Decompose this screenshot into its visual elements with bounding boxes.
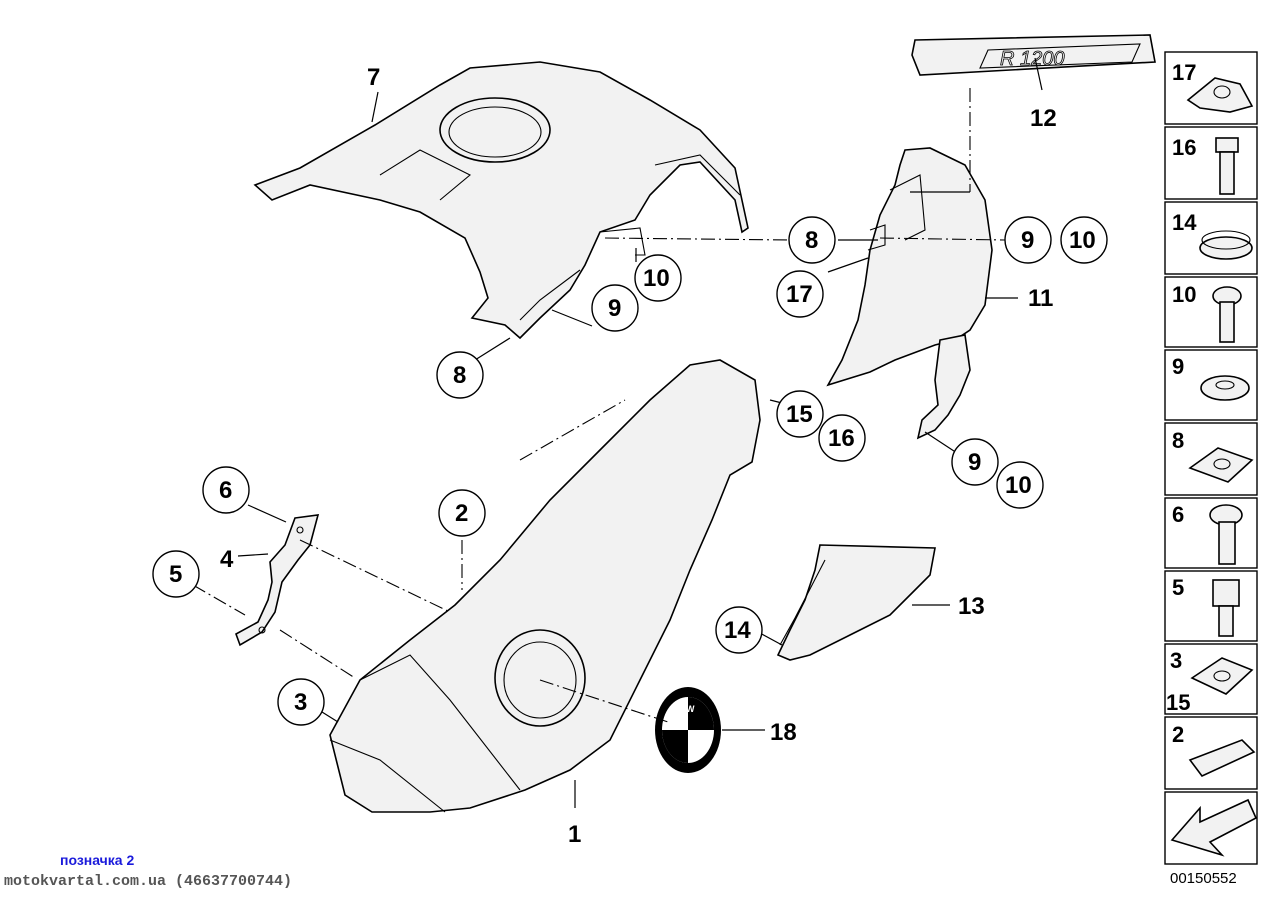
footer-tag: позначка 2: [60, 852, 135, 868]
badge-text: R 1200: [1000, 48, 1065, 70]
bracket-assembly: [235, 514, 320, 647]
label-6: 6: [219, 477, 232, 504]
label-9-lower: 9: [968, 449, 981, 476]
document-number: 00150552: [1170, 870, 1237, 887]
r1200-badge: R 1200: [911, 34, 1156, 76]
label-10-right: 10: [1069, 227, 1096, 254]
label-8-top: 8: [805, 227, 818, 254]
label-10-lower: 10: [1005, 472, 1032, 499]
label-2: 2: [455, 500, 468, 527]
panel-label-17: 17: [1172, 60, 1196, 85]
label-1: 1: [568, 821, 581, 848]
panel-label-9: 9: [1172, 354, 1184, 379]
panel-label-6: 6: [1172, 502, 1184, 527]
parts-panel: 17 16 14 10 9 8 6 5 3 15 2: [1164, 51, 1258, 865]
label-13: 13: [958, 593, 985, 620]
label-11: 11: [1028, 285, 1053, 312]
panel-label-14: 14: [1172, 210, 1197, 235]
label-18: 18: [770, 719, 797, 746]
tank-cover-lower: [329, 359, 761, 813]
label-16: 16: [828, 425, 855, 452]
panel-label-15: 15: [1166, 690, 1190, 715]
label-12: 12: [1030, 105, 1057, 132]
side-cover-right: [826, 147, 993, 440]
panel-label-16: 16: [1172, 135, 1196, 160]
label-4: 4: [220, 546, 234, 573]
label-8-left: 8: [453, 362, 466, 389]
panel-label-2: 2: [1172, 722, 1184, 747]
panel-label-5: 5: [1172, 575, 1184, 600]
panel-label-8: 8: [1172, 428, 1184, 453]
small-panel: [776, 544, 936, 661]
panel-label-10: 10: [1172, 282, 1196, 307]
label-10-left: 10: [643, 265, 670, 292]
arrow-icon: [1170, 798, 1258, 857]
bmw-emblem: BMW: [655, 687, 721, 773]
label-9-right: 9: [1021, 227, 1034, 254]
footer-site: motokvartal.com.ua (46637700744): [4, 873, 293, 890]
callout-labels: 7 8 10 9 8 17 9 10 12 11 15 16 9 10 6 2 …: [169, 64, 1096, 848]
panel-label-3: 3: [1170, 648, 1182, 673]
label-5: 5: [169, 561, 182, 588]
label-7: 7: [367, 64, 380, 91]
leader-lines: [192, 57, 1043, 808]
label-14: 14: [724, 617, 751, 644]
label-3: 3: [294, 689, 307, 716]
tank-cover-upper: [253, 61, 749, 340]
callouts: [152, 216, 1108, 726]
label-17: 17: [786, 281, 813, 308]
label-15: 15: [786, 401, 813, 428]
label-9-left: 9: [608, 295, 621, 322]
emblem-text: BMW: [672, 704, 695, 714]
